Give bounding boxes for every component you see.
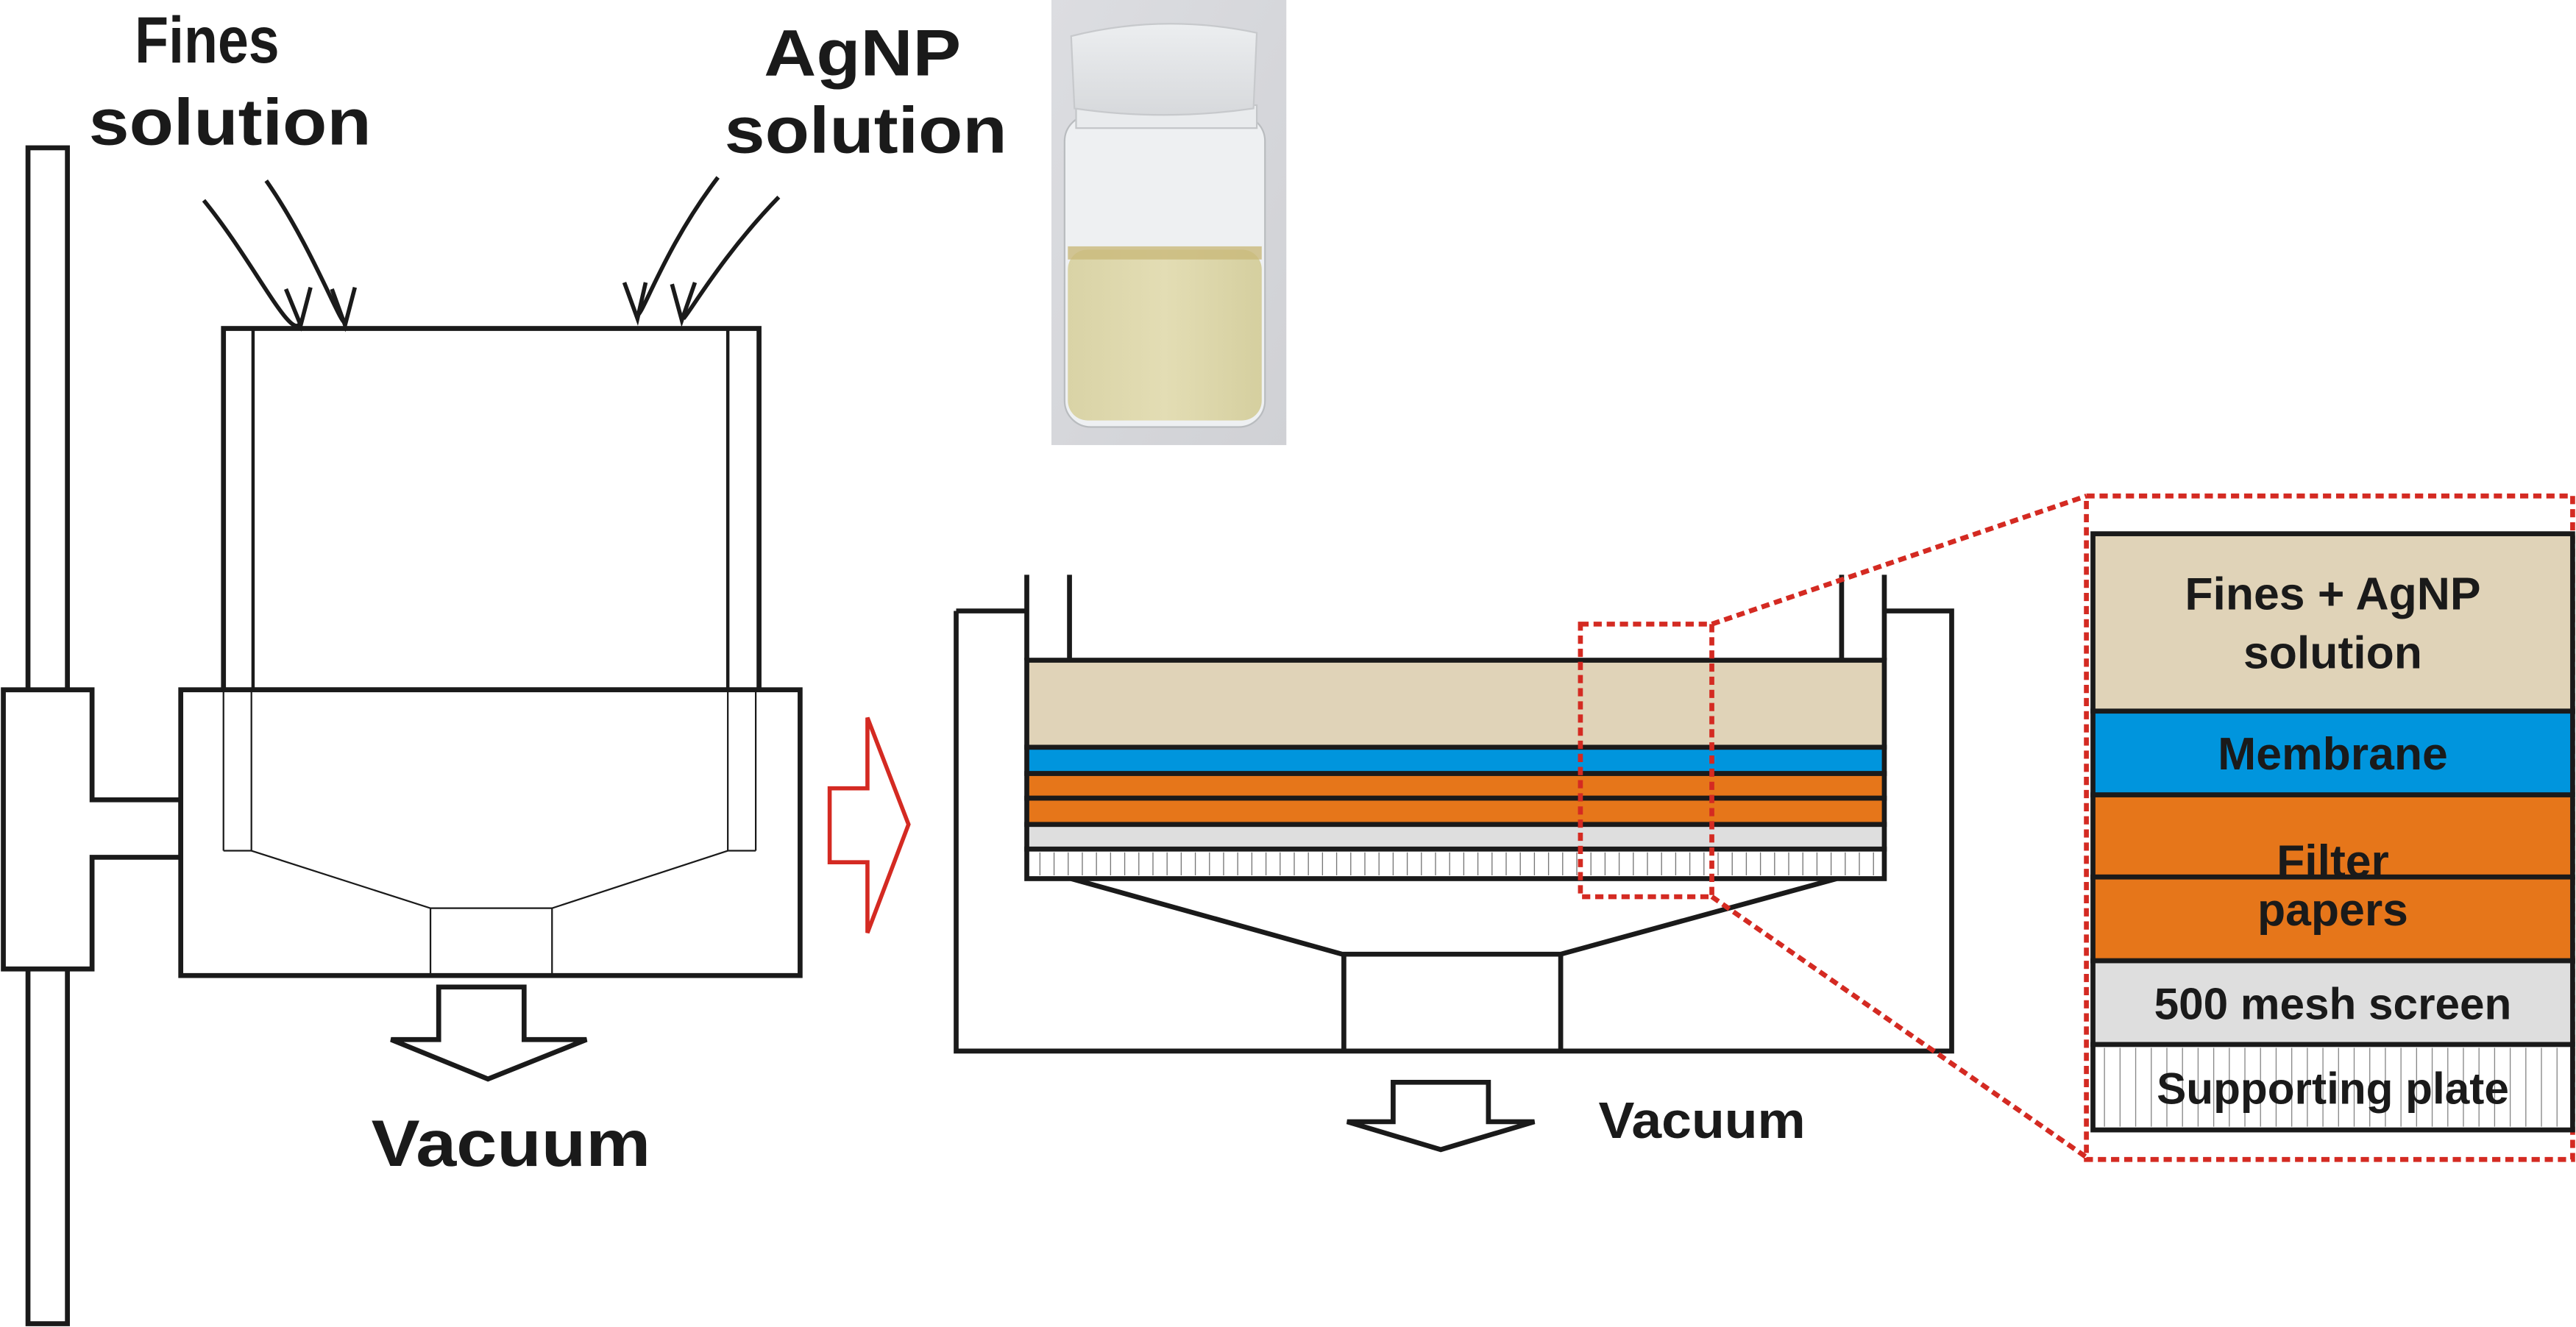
layer-detail-panel: Fines + AgNPsolutionMembraneFilterpapers… [2090, 531, 2575, 1133]
section-layer-membrane [1024, 744, 1887, 776]
section-layer-mesh-screen [1024, 822, 1887, 852]
agnp-solution-label-line1: AgNP [764, 16, 961, 90]
detail-layer-supporting-plate [2090, 1042, 2575, 1133]
detail-layer-fines-agnp-solution [2090, 531, 2575, 714]
section-layer-supporting-plate [1024, 846, 1887, 881]
detail-layer-label: papers [2257, 884, 2408, 936]
vacuum-arrow-left [390, 984, 588, 1082]
detail-layer-mesh-screen [2090, 958, 2575, 1047]
section-layer-filter-paper-1 [1024, 771, 1887, 801]
vial-liquid [1068, 249, 1262, 421]
detail-layer-membrane [2090, 708, 2575, 797]
vacuum-label-right: Vacuum [1598, 1092, 1805, 1149]
transition-arrow [827, 716, 911, 934]
agnp-arrow-1 [636, 176, 720, 318]
fines-arrow-1 [202, 199, 303, 328]
clamp [1, 687, 184, 972]
detail-layer-label: Supporting plate [2157, 1063, 2509, 1113]
agnp-arrow-2 [681, 195, 781, 321]
inlet-arrows [202, 176, 781, 332]
vial-cap [1070, 23, 1258, 116]
outer-housing [954, 608, 1954, 1054]
zoom-line-top [1711, 494, 2087, 627]
fines-solution-label-line1: Fines [135, 3, 279, 77]
detail-layer-label: Fines + AgNP [2185, 568, 2480, 619]
vacuum-arrow-right [1346, 1079, 1536, 1153]
left-apparatus [1, 145, 803, 1326]
base-container [178, 687, 803, 978]
detail-layer-label: Membrane [2218, 728, 2448, 780]
cross-section [954, 574, 1954, 1054]
detail-layer-label: 500 mesh screen [2154, 978, 2512, 1028]
funnel-cylinder [221, 326, 762, 693]
fines-solution-label-line2: solution [89, 85, 372, 158]
vacuum-label-left: Vacuum [372, 1106, 651, 1180]
detail-layer-label: solution [2243, 627, 2422, 679]
section-layer-stack [1024, 658, 1887, 881]
section-layer-filter-paper-2 [1024, 795, 1887, 828]
zoom-line-bottom [1710, 894, 2091, 1162]
section-layer-fines-agnp-solution [1024, 658, 1887, 750]
vial-photo [1051, 0, 1287, 446]
agnp-solution-label-line2: solution [725, 93, 1007, 167]
